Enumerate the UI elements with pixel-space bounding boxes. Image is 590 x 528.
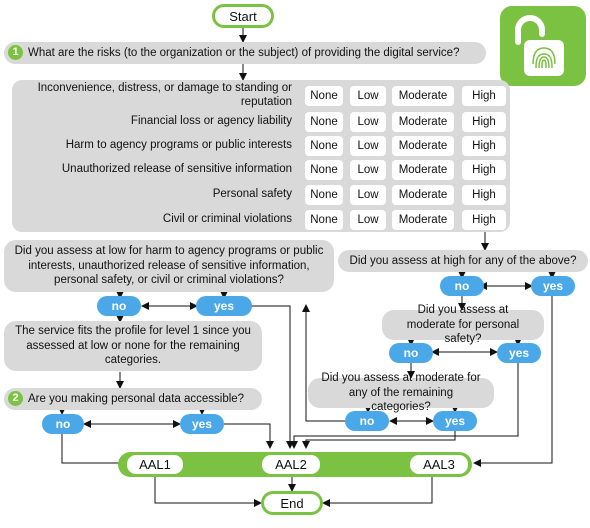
- risk-option-high[interactable]: High: [462, 185, 506, 205]
- risk-option-low[interactable]: Low: [350, 160, 386, 180]
- question-1-number: 1: [8, 45, 23, 60]
- question-moderate-safety-box: Did you assess at moderate for personal …: [382, 304, 544, 345]
- question-moderate-remaining-box: Did you assess at moderate for any of th…: [308, 372, 494, 413]
- risk-label: Unauthorized release of sensitive inform…: [61, 163, 292, 175]
- risk-option-high[interactable]: High: [462, 136, 506, 156]
- risk-option-none[interactable]: None: [305, 185, 343, 205]
- risk-option-low[interactable]: Low: [350, 86, 386, 106]
- level-1-statement-box: The service fits the profile for level 1…: [4, 321, 262, 371]
- question-low-box: Did you assess at low for harm to agency…: [4, 240, 334, 292]
- low-no-answer: no: [97, 296, 141, 316]
- start-label: Start: [229, 8, 257, 24]
- risk-option-none[interactable]: None: [305, 86, 343, 106]
- question-high-text: Did you assess at high for any of the ab…: [349, 254, 577, 267]
- risk-option-moderate[interactable]: Moderate: [392, 112, 454, 132]
- question-2-number: 2: [8, 391, 23, 406]
- question-1-text: What are the risks (to the organization …: [28, 47, 460, 59]
- risk-option-low[interactable]: Low: [350, 112, 386, 132]
- question-high-box: Did you assess at high for any of the ab…: [338, 250, 588, 272]
- personal-data-no-answer: no: [42, 414, 84, 434]
- risk-option-low[interactable]: Low: [350, 136, 386, 156]
- aal1-outcome: AAL1: [127, 455, 183, 474]
- risk-label: Personal safety: [212, 188, 292, 200]
- risk-option-moderate[interactable]: Moderate: [392, 185, 454, 205]
- risk-label: Civil or criminal violations: [162, 213, 292, 225]
- question-2-text: Are you making personal data accessible?: [28, 393, 245, 405]
- end-label: End: [280, 495, 304, 511]
- risk-option-low[interactable]: Low: [350, 210, 386, 230]
- question-2-box: 2 Are you making personal data accessibl…: [4, 388, 262, 410]
- end-node: End: [261, 491, 323, 515]
- risk-option-moderate[interactable]: Moderate: [392, 210, 454, 230]
- aal3-outcome: AAL3: [410, 455, 468, 474]
- remaining-no-answer: no: [345, 411, 389, 431]
- safety-no-answer: no: [389, 343, 433, 363]
- question-moderate-safety-text: Did you assess at moderate for personal …: [406, 304, 520, 346]
- risk-option-high[interactable]: High: [462, 86, 506, 106]
- remaining-yes-answer: yes: [433, 411, 477, 431]
- high-no-answer: no: [440, 276, 484, 296]
- risk-option-none[interactable]: None: [305, 210, 343, 230]
- risk-label: Harm to agency programs or public intere…: [65, 139, 292, 151]
- aal2-outcome: AAL2: [262, 455, 320, 474]
- risk-label: Inconvenience, distress, or damage to st…: [37, 82, 292, 108]
- risk-option-high[interactable]: High: [462, 112, 506, 132]
- question-1-box: 1 What are the risks (to the organizatio…: [4, 42, 486, 64]
- safety-yes-answer: yes: [497, 343, 541, 363]
- risk-option-moderate[interactable]: Moderate: [392, 86, 454, 106]
- low-yes-answer: yes: [196, 296, 252, 316]
- question-low-text: Did you assess at low for harm to agency…: [14, 245, 324, 287]
- question-moderate-remaining-text: Did you assess at moderate for any of th…: [321, 372, 481, 414]
- risk-option-moderate[interactable]: Moderate: [392, 160, 454, 180]
- personal-data-yes-answer: yes: [180, 414, 224, 434]
- start-node: Start: [212, 4, 274, 28]
- high-yes-answer: yes: [531, 276, 575, 296]
- risk-option-high[interactable]: High: [462, 160, 506, 180]
- level-1-statement-text: The service fits the profile for level 1…: [15, 325, 251, 367]
- risk-option-moderate[interactable]: Moderate: [392, 136, 454, 156]
- risk-option-none[interactable]: None: [305, 136, 343, 156]
- risk-option-low[interactable]: Low: [350, 185, 386, 205]
- risk-label: Financial loss or agency liability: [130, 115, 292, 127]
- unlocked-padlock-fingerprint-icon: [500, 6, 586, 86]
- risk-option-high[interactable]: High: [462, 210, 506, 230]
- risk-option-none[interactable]: None: [305, 112, 343, 132]
- risk-option-none[interactable]: None: [305, 160, 343, 180]
